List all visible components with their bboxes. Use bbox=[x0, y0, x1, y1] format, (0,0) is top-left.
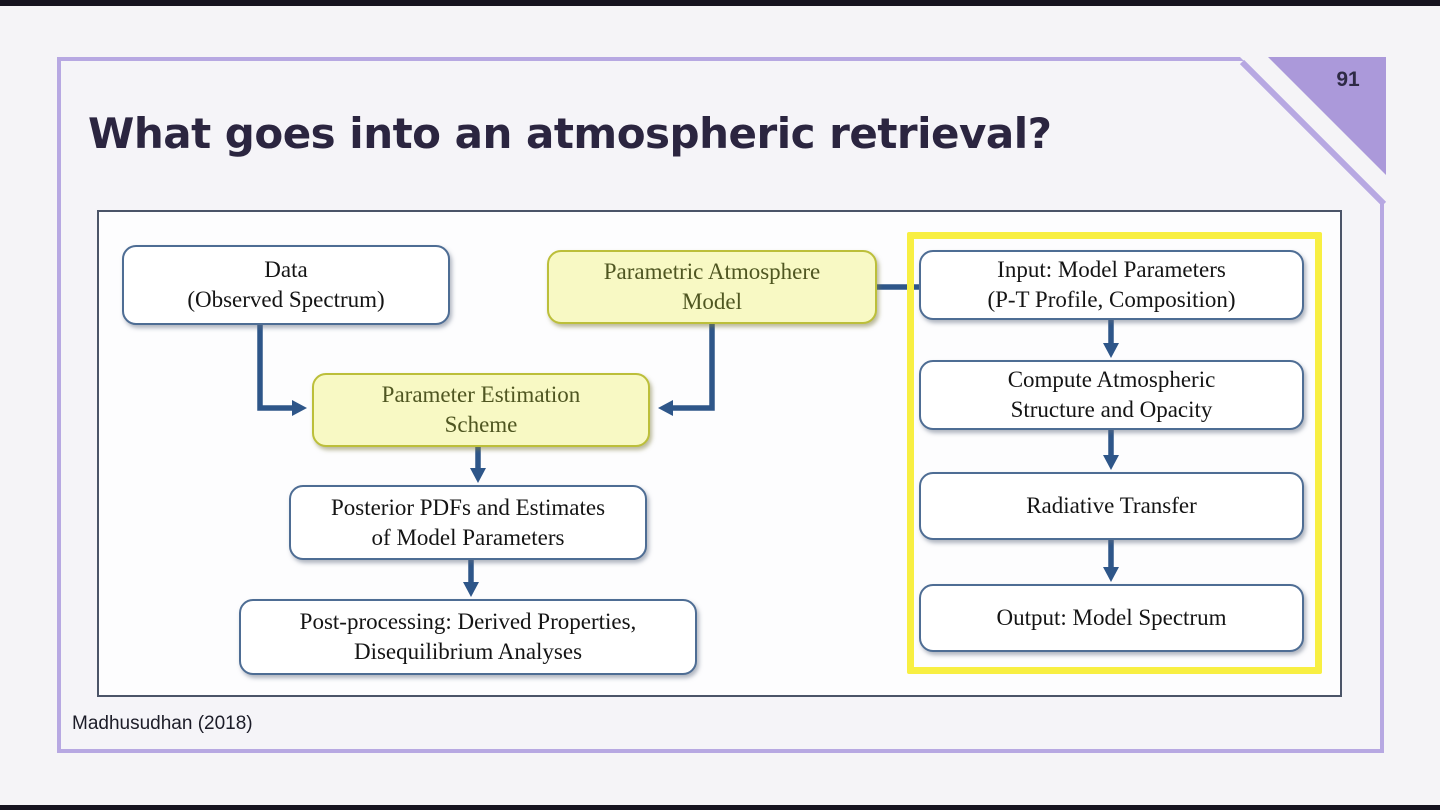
node-parametric-atmosphere-model: Parametric Atmosphere Model bbox=[547, 250, 877, 324]
slide: What goes into an atmospheric retrieval?… bbox=[57, 57, 1384, 753]
node-compute-atmospheric-structure: Compute Atmospheric Structure and Opacit… bbox=[919, 360, 1304, 430]
slide-title: What goes into an atmospheric retrieval? bbox=[88, 109, 1052, 158]
retrieval-flowchart-figure: Data (Observed Spectrum) Parametric Atmo… bbox=[97, 210, 1342, 697]
node-post-processing: Post-processing: Derived Properties, Dis… bbox=[239, 599, 697, 675]
bottom-edge-bar bbox=[0, 805, 1440, 810]
node-posterior-pdfs: Posterior PDFs and Estimates of Model Pa… bbox=[289, 485, 647, 560]
node-output-model-spectrum: Output: Model Spectrum bbox=[919, 584, 1304, 652]
citation: Madhusudhan (2018) bbox=[72, 713, 253, 734]
forward-model-panel bbox=[907, 232, 1322, 674]
node-parameter-estimation-scheme: Parameter Estimation Scheme bbox=[312, 373, 650, 447]
corner-triangle bbox=[1268, 57, 1386, 175]
top-edge-bar bbox=[0, 0, 1440, 6]
arrow-data-to-estimation bbox=[257, 325, 307, 416]
page-number: 91 bbox=[1336, 68, 1360, 91]
corner-border-stripe bbox=[1239, 59, 1387, 207]
arrow-parametric-to-estimation bbox=[658, 324, 715, 416]
corner-fold-decoration bbox=[1239, 50, 1390, 207]
node-input-model-parameters: Input: Model Parameters (P-T Profile, Co… bbox=[919, 250, 1304, 320]
node-data-observed-spectrum: Data (Observed Spectrum) bbox=[122, 245, 450, 325]
node-radiative-transfer: Radiative Transfer bbox=[919, 472, 1304, 540]
